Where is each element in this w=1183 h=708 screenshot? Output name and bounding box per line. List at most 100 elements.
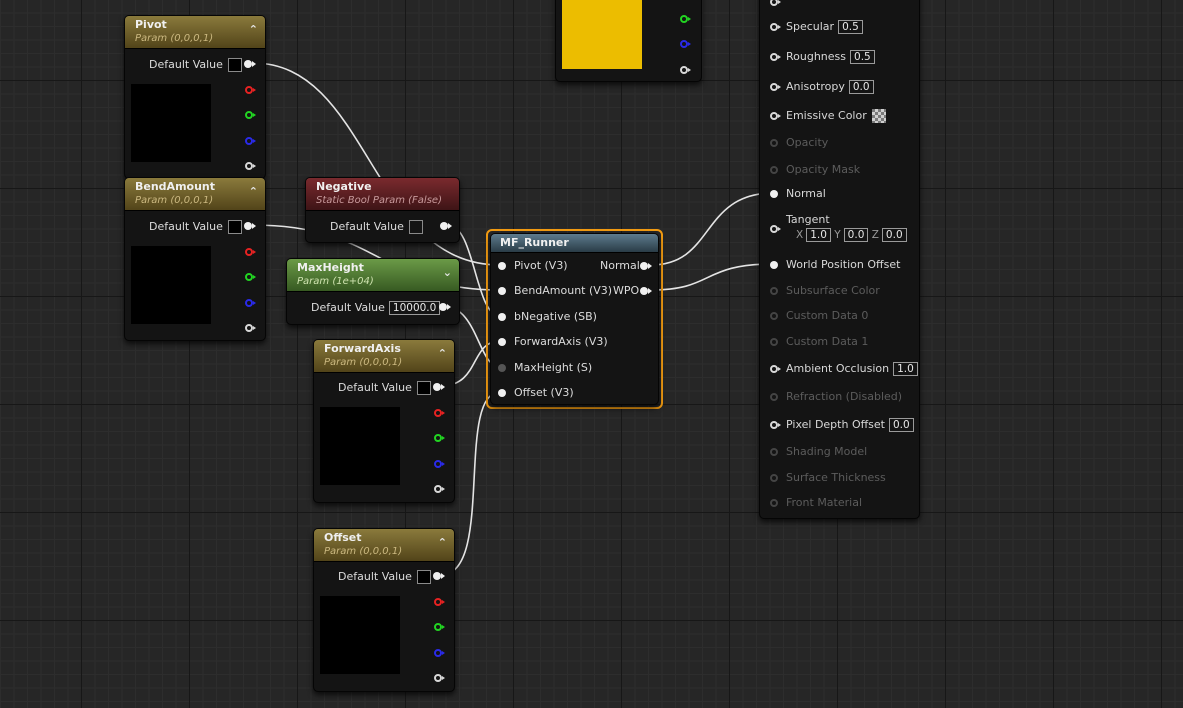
red-output-pin[interactable] xyxy=(245,86,256,94)
bendamount-param-node[interactable]: BendAmount Param (0,0,0,1) ⌃ Default Val… xyxy=(124,177,266,341)
default-value-field[interactable]: 10000.0 xyxy=(388,301,441,315)
input-pin-ao[interactable] xyxy=(770,365,781,373)
node-header[interactable]: ForwardAxis Param (0,0,0,1) ⌃ xyxy=(314,340,454,373)
default-value-swatch[interactable] xyxy=(227,58,242,72)
default-value-swatch[interactable] xyxy=(416,570,431,584)
default-value-swatch[interactable] xyxy=(227,220,242,234)
blue-output-pin[interactable] xyxy=(434,649,445,657)
red-output-pin[interactable] xyxy=(434,409,445,417)
input-pin-custom1[interactable] xyxy=(770,338,778,346)
pdo-value[interactable]: 0.0 xyxy=(889,418,914,432)
input-pin-wpo[interactable] xyxy=(770,261,778,269)
wire-normal xyxy=(650,192,775,266)
input-pin-shading-model[interactable] xyxy=(770,448,778,456)
node-title: Pivot xyxy=(135,18,167,31)
node-header[interactable]: Pivot Param (0,0,0,1) ⌃ xyxy=(125,16,265,49)
constant-color-node[interactable] xyxy=(555,0,702,82)
red-output-pin[interactable] xyxy=(245,248,256,256)
ao-value[interactable]: 1.0 xyxy=(893,362,918,376)
green-output-pin[interactable] xyxy=(434,434,445,442)
specular-value[interactable]: 0.5 xyxy=(838,20,863,34)
alpha-output-pin[interactable] xyxy=(245,162,256,170)
normal-label: Normal xyxy=(786,187,826,200)
output-pin[interactable] xyxy=(440,222,452,230)
input-pin-metallic[interactable] xyxy=(770,0,781,6)
negative-static-bool-node[interactable]: Negative Static Bool Param (False) Defau… xyxy=(305,177,460,243)
default-value-swatch[interactable] xyxy=(416,381,431,395)
node-header[interactable]: Offset Param (0,0,0,1) ⌃ xyxy=(314,529,454,562)
input-pin-pdo[interactable] xyxy=(770,421,781,429)
pivot-param-node[interactable]: Pivot Param (0,0,0,1) ⌃ Default Value xyxy=(124,15,266,179)
anisotropy-value[interactable]: 0.0 xyxy=(848,80,874,94)
output-pin[interactable] xyxy=(244,60,256,68)
input-pin-offset[interactable] xyxy=(498,389,506,397)
green-output-pin[interactable] xyxy=(434,623,445,631)
alpha-output-pin[interactable] xyxy=(434,485,445,493)
node-subtitle: Param (1e+04) xyxy=(297,276,374,287)
red-output-pin[interactable] xyxy=(434,598,445,606)
node-header[interactable]: MaxHeight Param (1e+04) ⌄ xyxy=(287,259,459,292)
output-pin-normal[interactable] xyxy=(640,262,652,270)
input-pin-forwardaxis[interactable] xyxy=(498,338,506,346)
input-pin-emissive[interactable] xyxy=(770,112,781,120)
input-pin-normal[interactable] xyxy=(770,190,778,198)
collapse-chevron-icon[interactable]: ⌃ xyxy=(248,185,258,198)
input-pin-tangent[interactable] xyxy=(770,225,781,233)
input-pin-roughness[interactable] xyxy=(770,53,781,61)
output-pin[interactable] xyxy=(433,572,445,580)
output-pin[interactable] xyxy=(433,383,445,391)
blue-output-pin[interactable] xyxy=(245,137,256,145)
green-output-pin[interactable] xyxy=(245,273,256,281)
ao-label: Ambient Occlusion xyxy=(786,362,890,375)
specular-label: Specular xyxy=(786,20,835,33)
default-value-label: Default Value xyxy=(330,220,404,233)
green-output-pin[interactable] xyxy=(245,111,256,119)
blue-output-pin[interactable] xyxy=(434,460,445,468)
offset-param-node[interactable]: Offset Param (0,0,0,1) ⌃ Default Value xyxy=(313,528,455,692)
output-pin-wpo[interactable] xyxy=(640,287,652,295)
input-pin-opacity-mask[interactable] xyxy=(770,166,778,174)
input-pin-specular[interactable] xyxy=(770,23,781,31)
expand-chevron-icon[interactable]: ⌄ xyxy=(442,266,452,279)
node-header[interactable]: MF_Runner xyxy=(491,234,658,253)
input-pin-bendamount[interactable] xyxy=(498,287,506,295)
tangent-z-field[interactable]: 0.0 xyxy=(881,228,907,242)
node-header[interactable]: Negative Static Bool Param (False) xyxy=(306,178,459,211)
input-label-bnegative: bNegative (SB) xyxy=(514,310,597,323)
output-pin[interactable] xyxy=(439,303,451,311)
input-pin-subsurface[interactable] xyxy=(770,287,778,295)
collapse-chevron-icon[interactable]: ⌃ xyxy=(248,23,258,36)
emissive-color-swatch[interactable] xyxy=(871,109,886,123)
input-pin-pivot[interactable] xyxy=(498,262,506,270)
node-header[interactable]: BendAmount Param (0,0,0,1) ⌃ xyxy=(125,178,265,211)
input-pin-refraction[interactable] xyxy=(770,393,778,401)
selection-outline xyxy=(486,229,663,409)
alpha-output-pin[interactable] xyxy=(680,66,691,74)
input-pin-custom0[interactable] xyxy=(770,312,778,320)
input-pin-anisotropy[interactable] xyxy=(770,83,781,91)
tangent-x-field[interactable]: 1.0 xyxy=(806,228,831,242)
blue-output-pin[interactable] xyxy=(680,40,691,48)
output-pin[interactable] xyxy=(244,222,256,230)
input-pin-surface-thickness[interactable] xyxy=(770,474,778,482)
input-pin-bnegative[interactable] xyxy=(498,313,506,321)
node-title: ForwardAxis xyxy=(324,342,401,355)
collapse-chevron-icon[interactable]: ⌃ xyxy=(437,536,447,549)
green-output-pin[interactable] xyxy=(680,15,691,23)
alpha-output-pin[interactable] xyxy=(434,674,445,682)
forwardaxis-param-node[interactable]: ForwardAxis Param (0,0,0,1) ⌃ Default Va… xyxy=(313,339,455,503)
input-pin-front-material[interactable] xyxy=(770,499,778,507)
node-subtitle: Param (0,0,0,1) xyxy=(135,33,214,44)
input-pin-maxheight[interactable] xyxy=(498,364,506,372)
collapse-chevron-icon[interactable]: ⌃ xyxy=(437,347,447,360)
tangent-y-field[interactable]: 0.0 xyxy=(843,228,869,242)
roughness-value[interactable]: 0.5 xyxy=(850,50,875,64)
mf-runner-function-node[interactable]: MF_Runner Pivot (V3) BendAmount (V3) bNe… xyxy=(490,233,659,405)
front-material-label: Front Material xyxy=(786,496,863,509)
default-value-checkbox[interactable] xyxy=(408,220,423,234)
blue-output-pin[interactable] xyxy=(245,299,256,307)
input-pin-opacity[interactable] xyxy=(770,139,778,147)
alpha-output-pin[interactable] xyxy=(245,324,256,332)
